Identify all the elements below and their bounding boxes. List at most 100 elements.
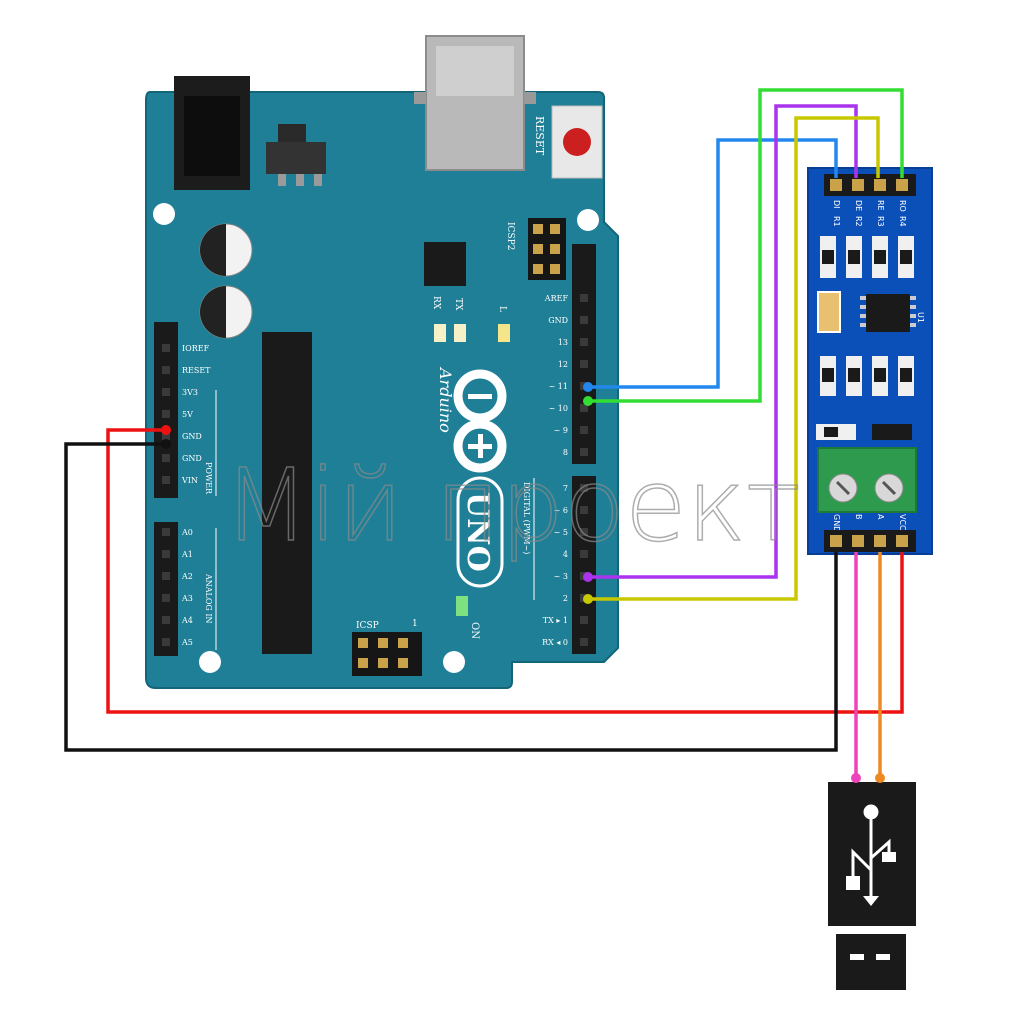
usb-chip — [424, 242, 466, 286]
analog-pin-label: A5 — [181, 638, 193, 647]
header-pin — [162, 410, 170, 418]
power-pin-label: VIN — [181, 476, 198, 485]
power-pin-labels: IOREF RESET 3V3 5V GND GND VIN — [181, 344, 211, 485]
analog-pin-label: A1 — [181, 550, 193, 559]
digital-pin-label: ~ 3 — [554, 572, 568, 581]
resistor-label: R2 — [854, 216, 863, 227]
l-label: L — [497, 306, 507, 312]
reset-button[interactable] — [551, 105, 603, 179]
header-pin — [580, 484, 588, 492]
header-pin — [162, 572, 170, 580]
on-label: ON — [469, 622, 480, 639]
digital-pin-label: 4 — [563, 550, 568, 559]
digital-pin-label: TX ▸ 1 — [543, 616, 568, 625]
analog-pin-label: A4 — [181, 616, 193, 625]
analog-pin-label: A3 — [181, 594, 193, 603]
rx-led — [434, 324, 446, 342]
on-led — [456, 596, 468, 616]
digital-pin-label: ~ 10 — [549, 404, 568, 413]
header-pin — [580, 616, 588, 624]
header-pin — [580, 404, 588, 412]
module-top-header — [824, 174, 916, 196]
digital-header-lower — [572, 476, 596, 654]
power-pin-label: IOREF — [182, 344, 210, 353]
module-pin-label: A — [876, 514, 885, 520]
resistor-label: R1 — [832, 216, 841, 227]
wires — [64, 88, 904, 783]
usb-symbol-icon — [846, 804, 896, 906]
uno-badge: UNO — [456, 476, 504, 588]
wire-black-gnd-gnd — [64, 442, 838, 752]
header-pin — [580, 550, 588, 558]
capacitors — [199, 223, 253, 339]
header-pin — [162, 432, 170, 440]
header-pin — [162, 344, 170, 352]
analog-pin-label: A0 — [181, 528, 193, 537]
module-top-pin-labels: DI DE RE RO — [832, 200, 907, 212]
icsp2-label: ICSP2 — [505, 222, 515, 250]
analog-pin-label: A2 — [181, 572, 193, 581]
wire-red-5v-vcc — [106, 428, 904, 714]
digital-pin-label: RX ◂ 0 — [542, 638, 568, 647]
module-pin-label: B — [854, 514, 863, 520]
icsp2-header — [528, 218, 566, 280]
power-pin-label: GND — [182, 454, 202, 463]
digital-pin-label: 12 — [558, 360, 568, 369]
arduino-uno-board: RESET ICSP2 RX TX L — [145, 35, 619, 689]
tx-led — [454, 324, 466, 342]
voltage-regulator — [266, 124, 326, 186]
header-pin — [580, 338, 588, 346]
power-pin-label: 5V — [182, 410, 193, 419]
header-pin — [580, 316, 588, 324]
module-pin-label: RO — [898, 200, 907, 212]
module-pin-label: RE — [876, 200, 885, 211]
header-pin — [580, 506, 588, 514]
icsp-pin1-label: 1 — [412, 619, 418, 629]
max485-chip — [860, 294, 916, 332]
mounting-hole — [577, 209, 599, 231]
header-pin — [580, 528, 588, 536]
mounting-hole — [153, 203, 175, 225]
wire-purple-d3-de — [588, 104, 858, 579]
header-pin — [580, 448, 588, 456]
header-pin — [580, 638, 588, 646]
module-diode — [872, 424, 912, 440]
digital-pin-label: ~ 5 — [554, 528, 568, 537]
l-led — [498, 324, 510, 342]
usb-rs485-adapter — [828, 782, 916, 990]
arduino-logo — [453, 369, 507, 473]
module-pin-label: GND — [832, 514, 841, 532]
resistor-label: R4 — [898, 216, 907, 227]
power-pin-label: RESET — [182, 366, 211, 375]
wire-yellow-d2-re — [588, 116, 880, 601]
digital-pin-label: 2 — [563, 594, 568, 603]
resistor-label: R3 — [876, 216, 885, 227]
module-capacitor — [817, 291, 841, 333]
digital-pin-label: 8 — [563, 448, 568, 457]
digital-pin-label: ~ 9 — [554, 426, 568, 435]
watermark: Мій проект — [223, 447, 801, 564]
rx-label: RX — [431, 296, 441, 310]
header-pin — [580, 426, 588, 434]
module-pin-label: DI — [832, 200, 841, 209]
wire-blue-d11-di — [588, 138, 838, 389]
digital-pin-label: ~ 6 — [554, 506, 568, 515]
power-pin-label: 3V3 — [182, 388, 198, 397]
header-pin — [162, 388, 170, 396]
module-pin-label: DE — [854, 200, 863, 211]
mounting-hole — [443, 651, 465, 673]
digital-pin-label: AREF — [544, 294, 569, 303]
power-pin-label: GND — [182, 432, 202, 441]
analog-header — [154, 522, 178, 656]
uno-label: UNO — [460, 492, 495, 572]
header-pin — [162, 366, 170, 374]
arduino-brand: Arduino — [436, 366, 455, 433]
power-section-label: POWER — [204, 462, 213, 495]
header-pin — [162, 550, 170, 558]
header-pin — [162, 616, 170, 624]
